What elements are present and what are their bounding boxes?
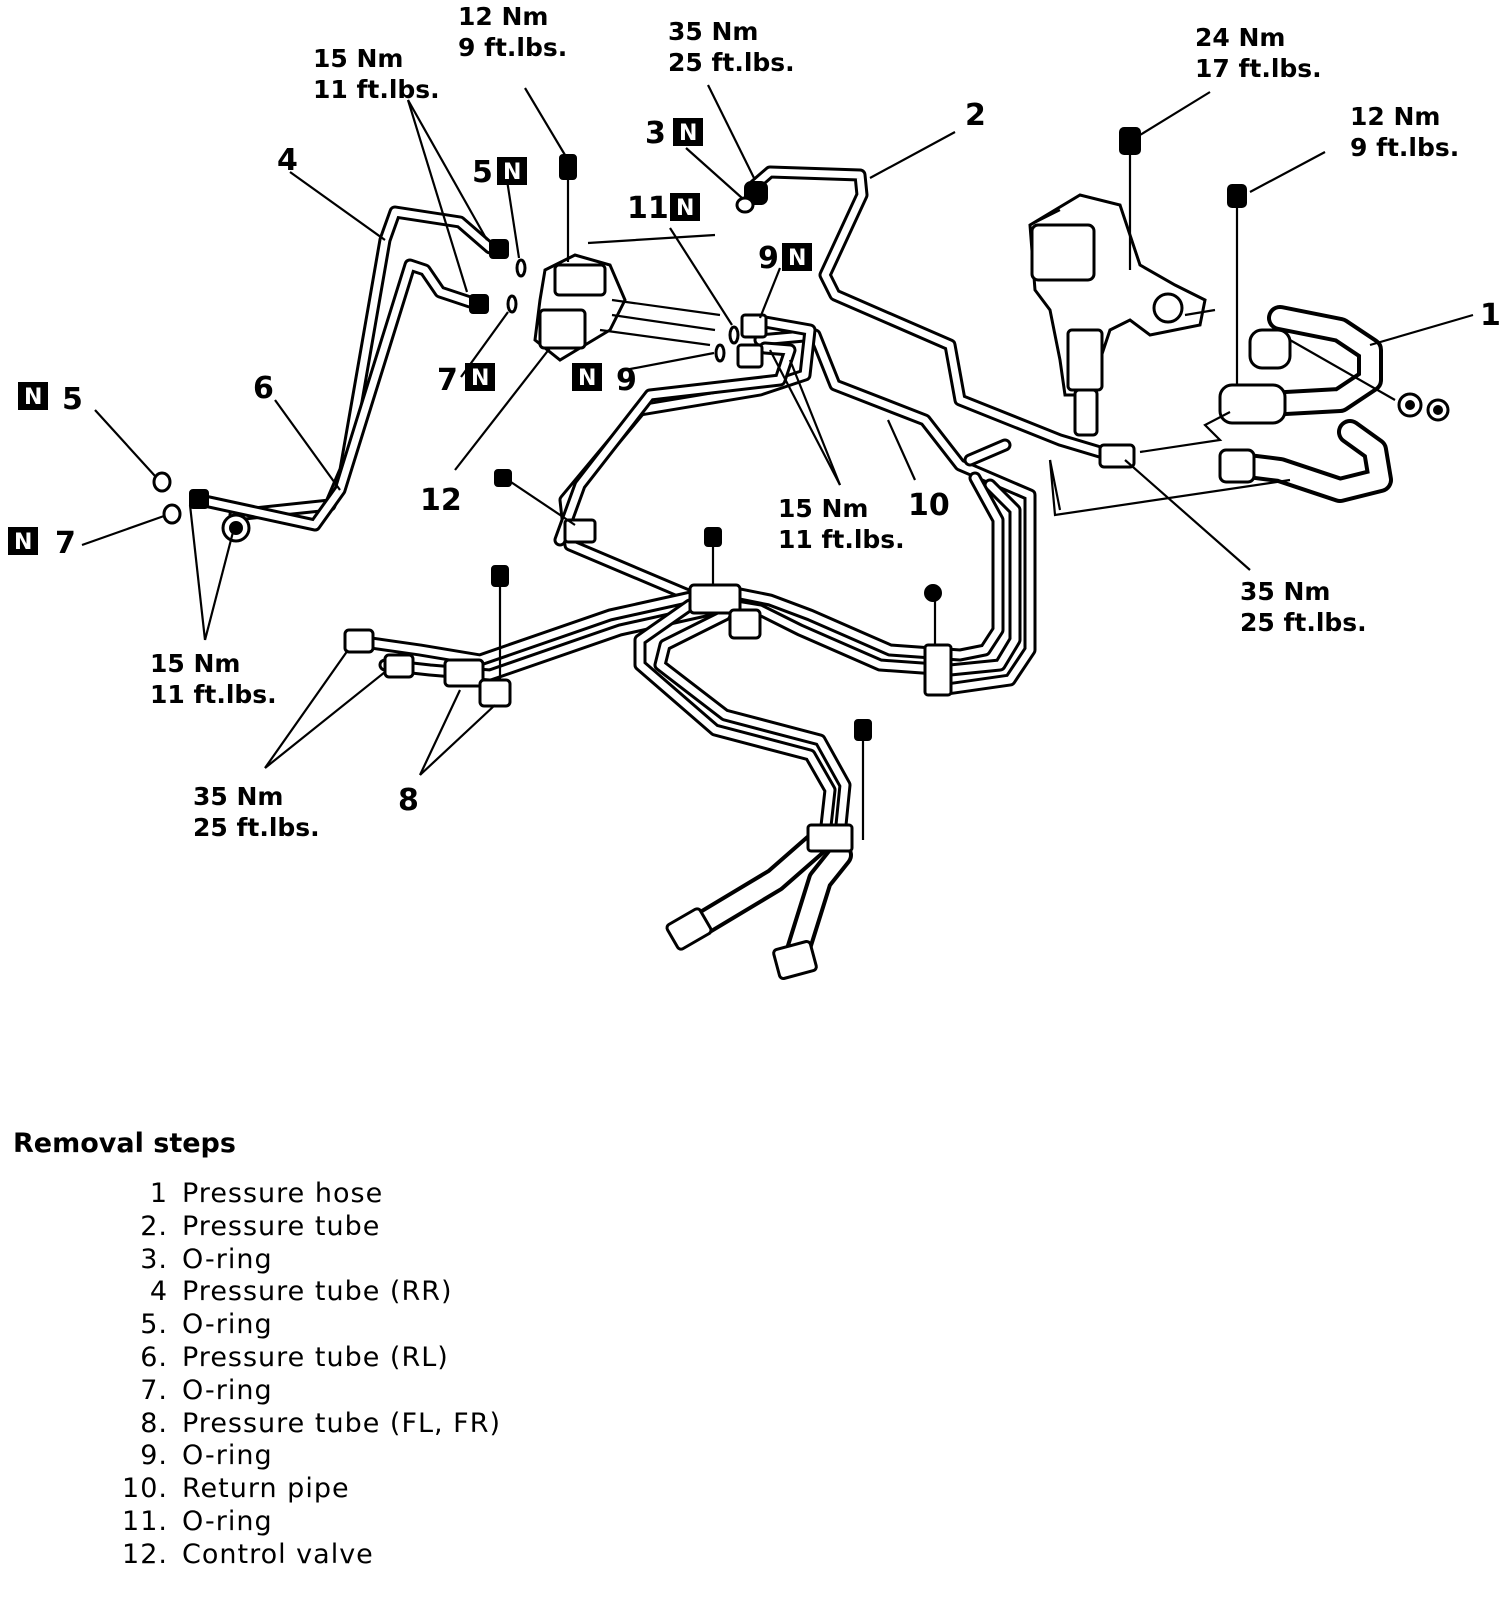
step-text: O-ring [182,1243,273,1275]
label-part-10: 10 [908,488,950,523]
label-part-9-mid: 9 [616,363,637,398]
step-number: 8. [140,1407,168,1439]
list-item: 7. O-ring [118,1375,501,1408]
step-number: 1 [149,1178,168,1209]
label-part-5-left: 5 [62,382,83,417]
label-part-4: 4 [277,143,298,178]
step-text: Pressure hose [182,1178,384,1209]
label-part-8: 8 [398,783,419,818]
step-text: Pressure tube (RR) [182,1276,453,1308]
list-item: 12. Control valve [118,1539,501,1572]
list-item: 2. Pressure tube [118,1211,501,1244]
step-number: 3. [140,1243,168,1275]
label-part-2: 2 [965,98,986,133]
list-item: 4 Pressure tube (RR) [118,1276,501,1309]
tube-network [193,165,1127,842]
new-part-mark [670,193,700,221]
new-part-mark-text: N [24,385,42,410]
list-item: 1 Pressure hose [118,1178,501,1211]
new-part-mark [572,363,602,391]
new-part-mark [18,382,48,410]
step-text: O-ring [182,1374,273,1406]
label-part-7-mid: 7 [437,363,458,398]
list-item: 6. Pressure tube (RL) [118,1342,501,1375]
step-text: O-ring [182,1440,273,1472]
new-part-mark-text: N [676,196,694,221]
list-item: 5. O-ring [118,1309,501,1342]
new-part-mark-text: N [471,366,489,391]
label-part-7-left: 7 [55,526,76,561]
step-text: Return pipe [182,1473,350,1505]
step-number: 7. [140,1374,168,1406]
new-part-mark [782,243,812,271]
new-part-mark [497,157,527,185]
label-part-9-top: 9 [758,241,779,276]
list-item: 8. Pressure tube (FL, FR) [118,1408,501,1441]
list-item: 10. Return pipe [118,1473,501,1506]
step-text: O-ring [182,1505,273,1537]
removal-steps-title: Removal steps [13,1128,236,1159]
label-part-6: 6 [253,371,274,406]
step-text: Pressure tube (RL) [182,1341,449,1373]
list-item: 3. O-ring [118,1244,501,1277]
step-number: 6. [140,1341,168,1373]
step-number: 10. [122,1473,168,1505]
front-hoses [665,823,854,981]
new-part-mark-text: N [679,121,697,146]
step-text: Control valve [182,1538,374,1570]
part-labels: 1 2 4 6 8 10 12 3 N 5 N 11 N 9 N 7 N N 9… [8,98,1501,818]
step-text: Pressure tube [182,1210,381,1242]
new-part-mark-text: N [578,366,596,391]
step-number: 2. [140,1210,168,1242]
list-item: 11. O-ring [118,1506,501,1539]
new-part-mark [465,363,495,391]
list-item: 9. O-ring [118,1440,501,1473]
label-part-1: 1 [1480,298,1501,333]
label-part-12: 12 [420,483,462,518]
new-part-mark-text: N [788,246,806,271]
label-part-3: 3 [645,116,666,151]
step-text: O-ring [182,1309,273,1341]
step-number: 11. [122,1505,168,1537]
step-number: 9. [140,1440,168,1472]
step-number: 4 [149,1276,168,1308]
label-part-5-top: 5 [472,155,493,190]
pump-and-hose [1028,127,1450,517]
label-part-11: 11 [627,191,669,226]
control-valve [152,154,1136,840]
new-part-mark-text: N [14,530,32,555]
new-part-mark-text: N [503,160,521,185]
step-text: Pressure tube (FL, FR) [182,1407,501,1439]
step-number: 5. [140,1309,168,1341]
new-part-mark [8,527,38,555]
new-part-mark [673,118,703,146]
step-number: 12. [122,1538,168,1570]
leader-lines [81,84,1474,776]
